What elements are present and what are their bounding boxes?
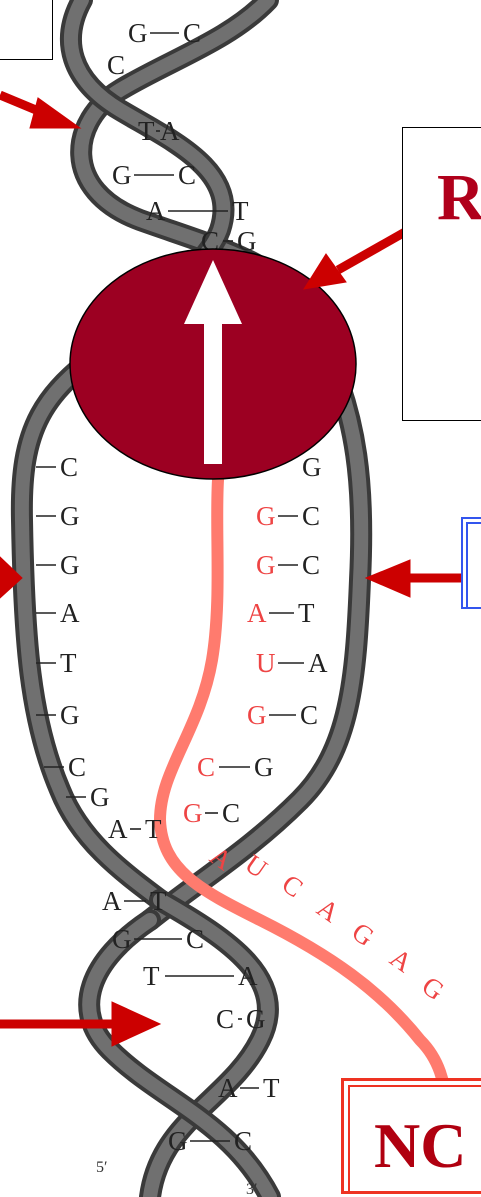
rna-tail-base-3: A — [312, 892, 346, 928]
top-pair-5-right-base: G — [237, 226, 257, 256]
bottom-pair-3-right-base: A — [238, 961, 258, 991]
bottom-pair-2-left-base: G — [112, 924, 132, 954]
top-pair-4-right-base: T — [232, 196, 249, 226]
rna-tail-base-6: G — [417, 970, 450, 1006]
hybrid-pair-6-rna-base: C — [197, 752, 215, 782]
hybrid-pair-2-rna-base: G — [256, 550, 276, 580]
top-pair-3-right-base: C — [178, 160, 196, 190]
rna-tail-base-2: C — [277, 868, 309, 903]
template-base-2: G — [60, 501, 80, 531]
top-pair-1-left-base: C — [107, 50, 125, 80]
bottom-pair-1-right-base: T — [150, 886, 167, 916]
hybrid-pair-4-rna-base: U — [256, 648, 276, 678]
bottom-pair-4-right-base: G — [246, 1004, 266, 1034]
bottom-pair-6-left-base: G — [168, 1126, 188, 1156]
bottom-pair-6-right-base: C — [234, 1126, 252, 1156]
top-pair-4-left-base: A — [146, 196, 166, 226]
arrow-left-middle — [0, 556, 23, 599]
arrow-right-upper — [302, 228, 408, 290]
bottom-pair-5-right-base: T — [263, 1073, 280, 1103]
hybrid-pair-7-dna-base: C — [222, 798, 240, 828]
rna-tail-base-5: A — [385, 942, 419, 978]
bottom-pair-3-left-base: T — [143, 961, 160, 991]
dna-backbone — [10, 0, 373, 1197]
pointer-arrows — [0, 90, 461, 1047]
hybrid-pair-3-dna-base: T — [298, 598, 315, 628]
rna-tail-base-4: G — [347, 916, 380, 952]
template-strand-inner — [14, 333, 167, 907]
template-base-7: C — [68, 752, 86, 782]
hybrid-pair-3-rna-base: A — [247, 598, 267, 628]
blue-label-box — [461, 517, 481, 609]
rna-polymerase-label-box: R — [402, 127, 481, 421]
top-pair-3-left-base: G — [112, 160, 132, 190]
rna-strand — [153, 474, 451, 1106]
template-base-8: G — [90, 782, 110, 812]
bottom-pair-2-right-base: C — [186, 924, 204, 954]
nc-label-text: NC — [374, 1110, 467, 1181]
five-prime-label: 5′ — [96, 1159, 108, 1176]
hybrid-pair-1-rna-base: G — [256, 501, 276, 531]
arrow-bottom-left — [0, 1001, 162, 1047]
template-base-6: G — [60, 700, 80, 730]
hybrid-pair-7-rna-base: G — [183, 798, 203, 828]
top-pair-2-left-base: T — [138, 116, 155, 146]
bottom-strand-a-inner — [143, 893, 275, 1197]
template-base-3: G — [60, 550, 80, 580]
rna-polymerase-label-text: R — [437, 161, 481, 234]
hybrid-pair-0-dna-base: G — [302, 452, 322, 482]
bottom-strand-b-inner — [82, 913, 277, 1197]
bottom-pair-4-left-base: C — [216, 1004, 234, 1034]
hybrid-pair-5-dna-base: C — [300, 700, 318, 730]
top-left-label-box — [0, 0, 53, 60]
hybrid-pair-6-dna-base: G — [254, 752, 274, 782]
bottom-pair-1-left-base: A — [102, 886, 122, 916]
top-pair-2-right-base: A — [160, 116, 180, 146]
template-base-1: C — [60, 452, 78, 482]
arrow-right-middle — [364, 559, 461, 598]
transcription-direction-arrow — [184, 260, 242, 464]
template-base-4: A — [60, 598, 80, 628]
bottom-pair-5-left-base: A — [218, 1073, 238, 1103]
nc-label-box: NC — [341, 1078, 481, 1194]
hybrid-pair-5-rna-base: G — [247, 700, 267, 730]
three-prime-label: 3′ — [246, 1181, 258, 1197]
template-base-5: T — [60, 648, 77, 678]
top-pair-0-left-base: G — [128, 18, 148, 48]
bottom-pair-0-left-base: A — [108, 814, 128, 844]
arrow-top-left — [0, 90, 82, 129]
hybrid-pair-2-dna-base: C — [302, 550, 320, 580]
hybrid-pair-1-dna-base: C — [302, 501, 320, 531]
coding-strand-inner — [143, 353, 369, 927]
hybrid-pair-4-dna-base: A — [308, 648, 328, 678]
top-pair-0-right-base: C — [183, 18, 201, 48]
bottom-pair-0-right-base: T — [145, 814, 162, 844]
